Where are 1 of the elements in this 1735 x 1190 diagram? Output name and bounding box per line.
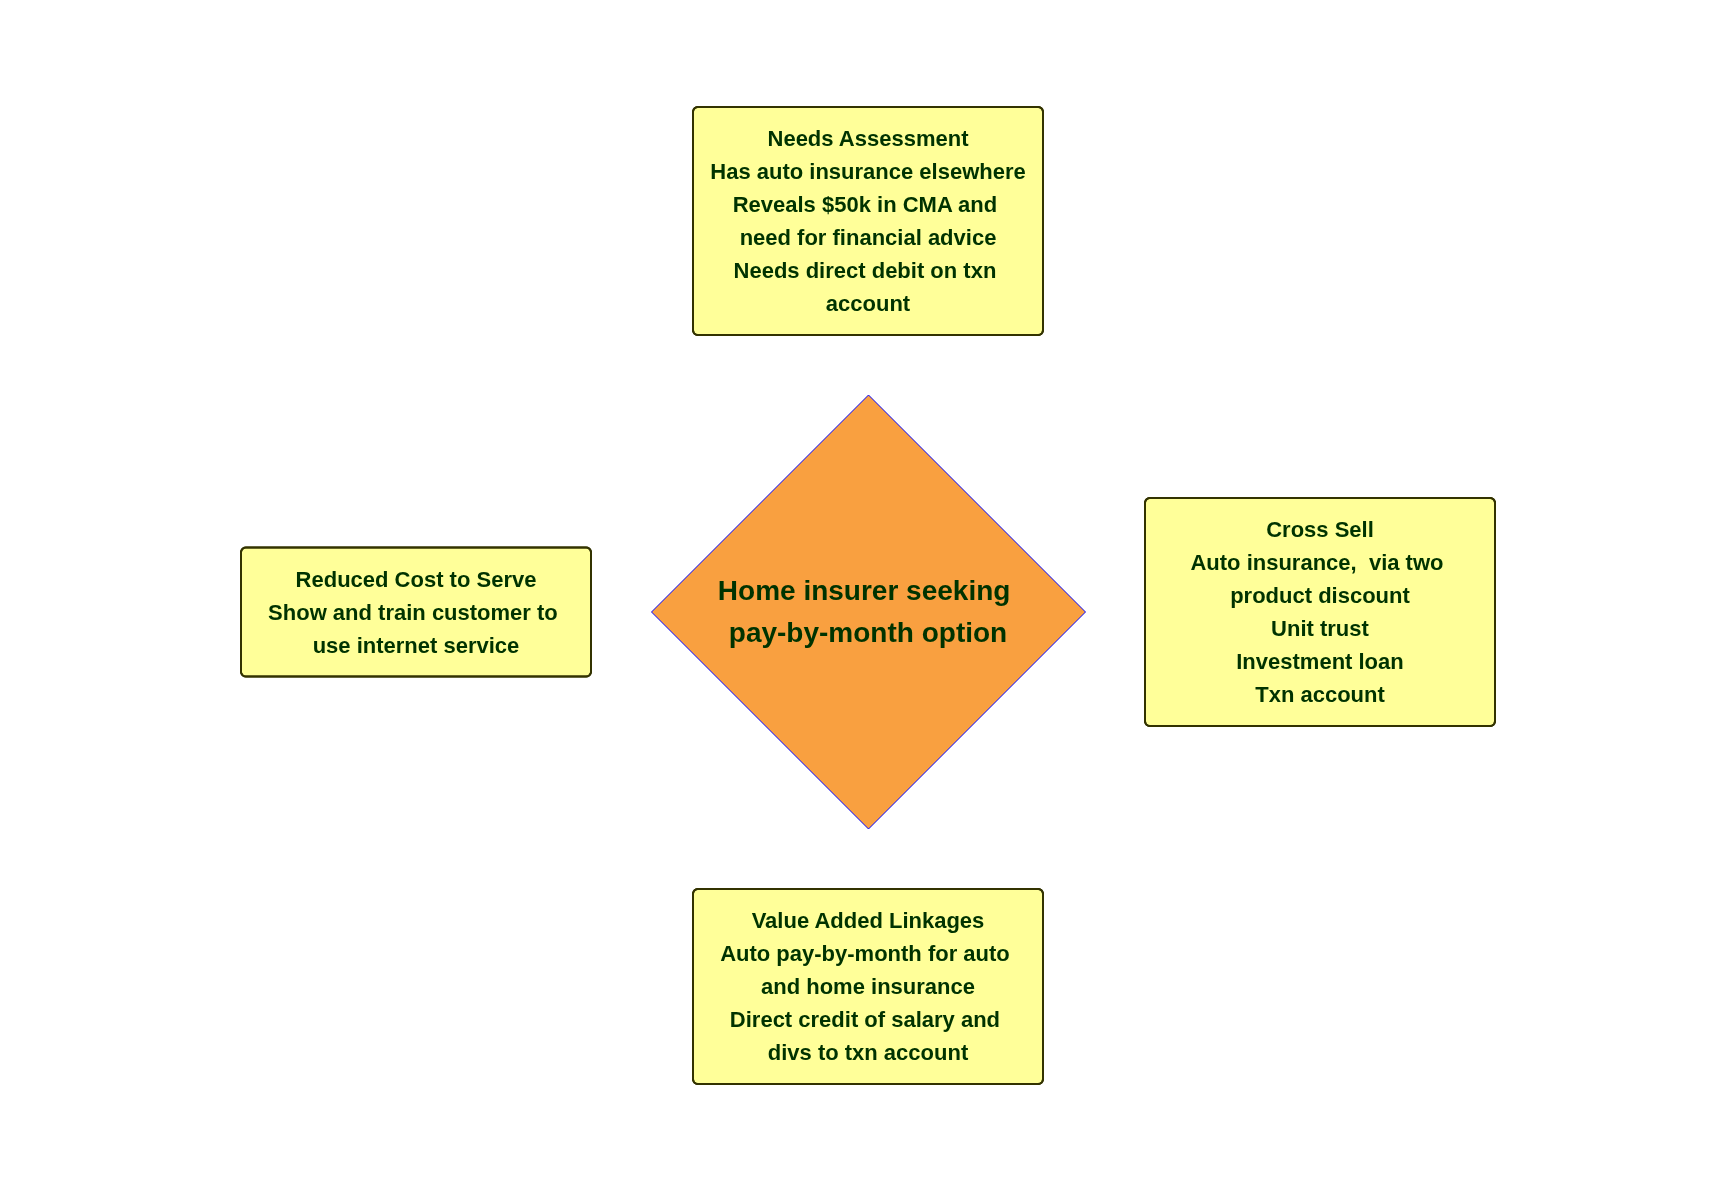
node-diamond: Home insurer seeking pay-by-month option (650, 394, 1086, 829)
